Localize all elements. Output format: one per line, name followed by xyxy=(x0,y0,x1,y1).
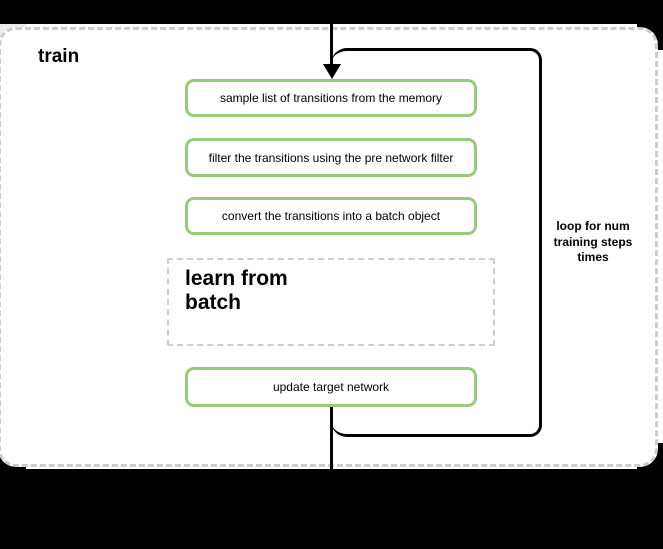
train-group-label: train xyxy=(38,46,80,67)
step-filter-transitions: filter the transitions using the pre net… xyxy=(185,138,477,177)
step-sample-transitions: sample list of transitions from the memo… xyxy=(185,79,477,117)
arrow-down-icon xyxy=(323,64,341,79)
step-label: update target network xyxy=(272,380,390,394)
step-label: convert the transitions into a batch obj… xyxy=(221,209,441,223)
step-update-target-network: update target network xyxy=(185,367,477,407)
bottom-letterbox-band xyxy=(0,469,663,549)
entry-connector-line xyxy=(330,0,333,68)
subprocess-label: learn from batch xyxy=(185,267,288,314)
exit-connector-line xyxy=(330,405,333,469)
step-label: sample list of transitions from the memo… xyxy=(219,91,443,105)
loop-annotation: loop for num training steps times xyxy=(553,219,633,265)
step-convert-to-batch: convert the transitions into a batch obj… xyxy=(185,197,477,235)
loop-boundary xyxy=(331,48,542,437)
step-label: filter the transitions using the pre net… xyxy=(208,150,454,165)
subprocess-learn-from-batch: learn from batch xyxy=(167,258,495,346)
